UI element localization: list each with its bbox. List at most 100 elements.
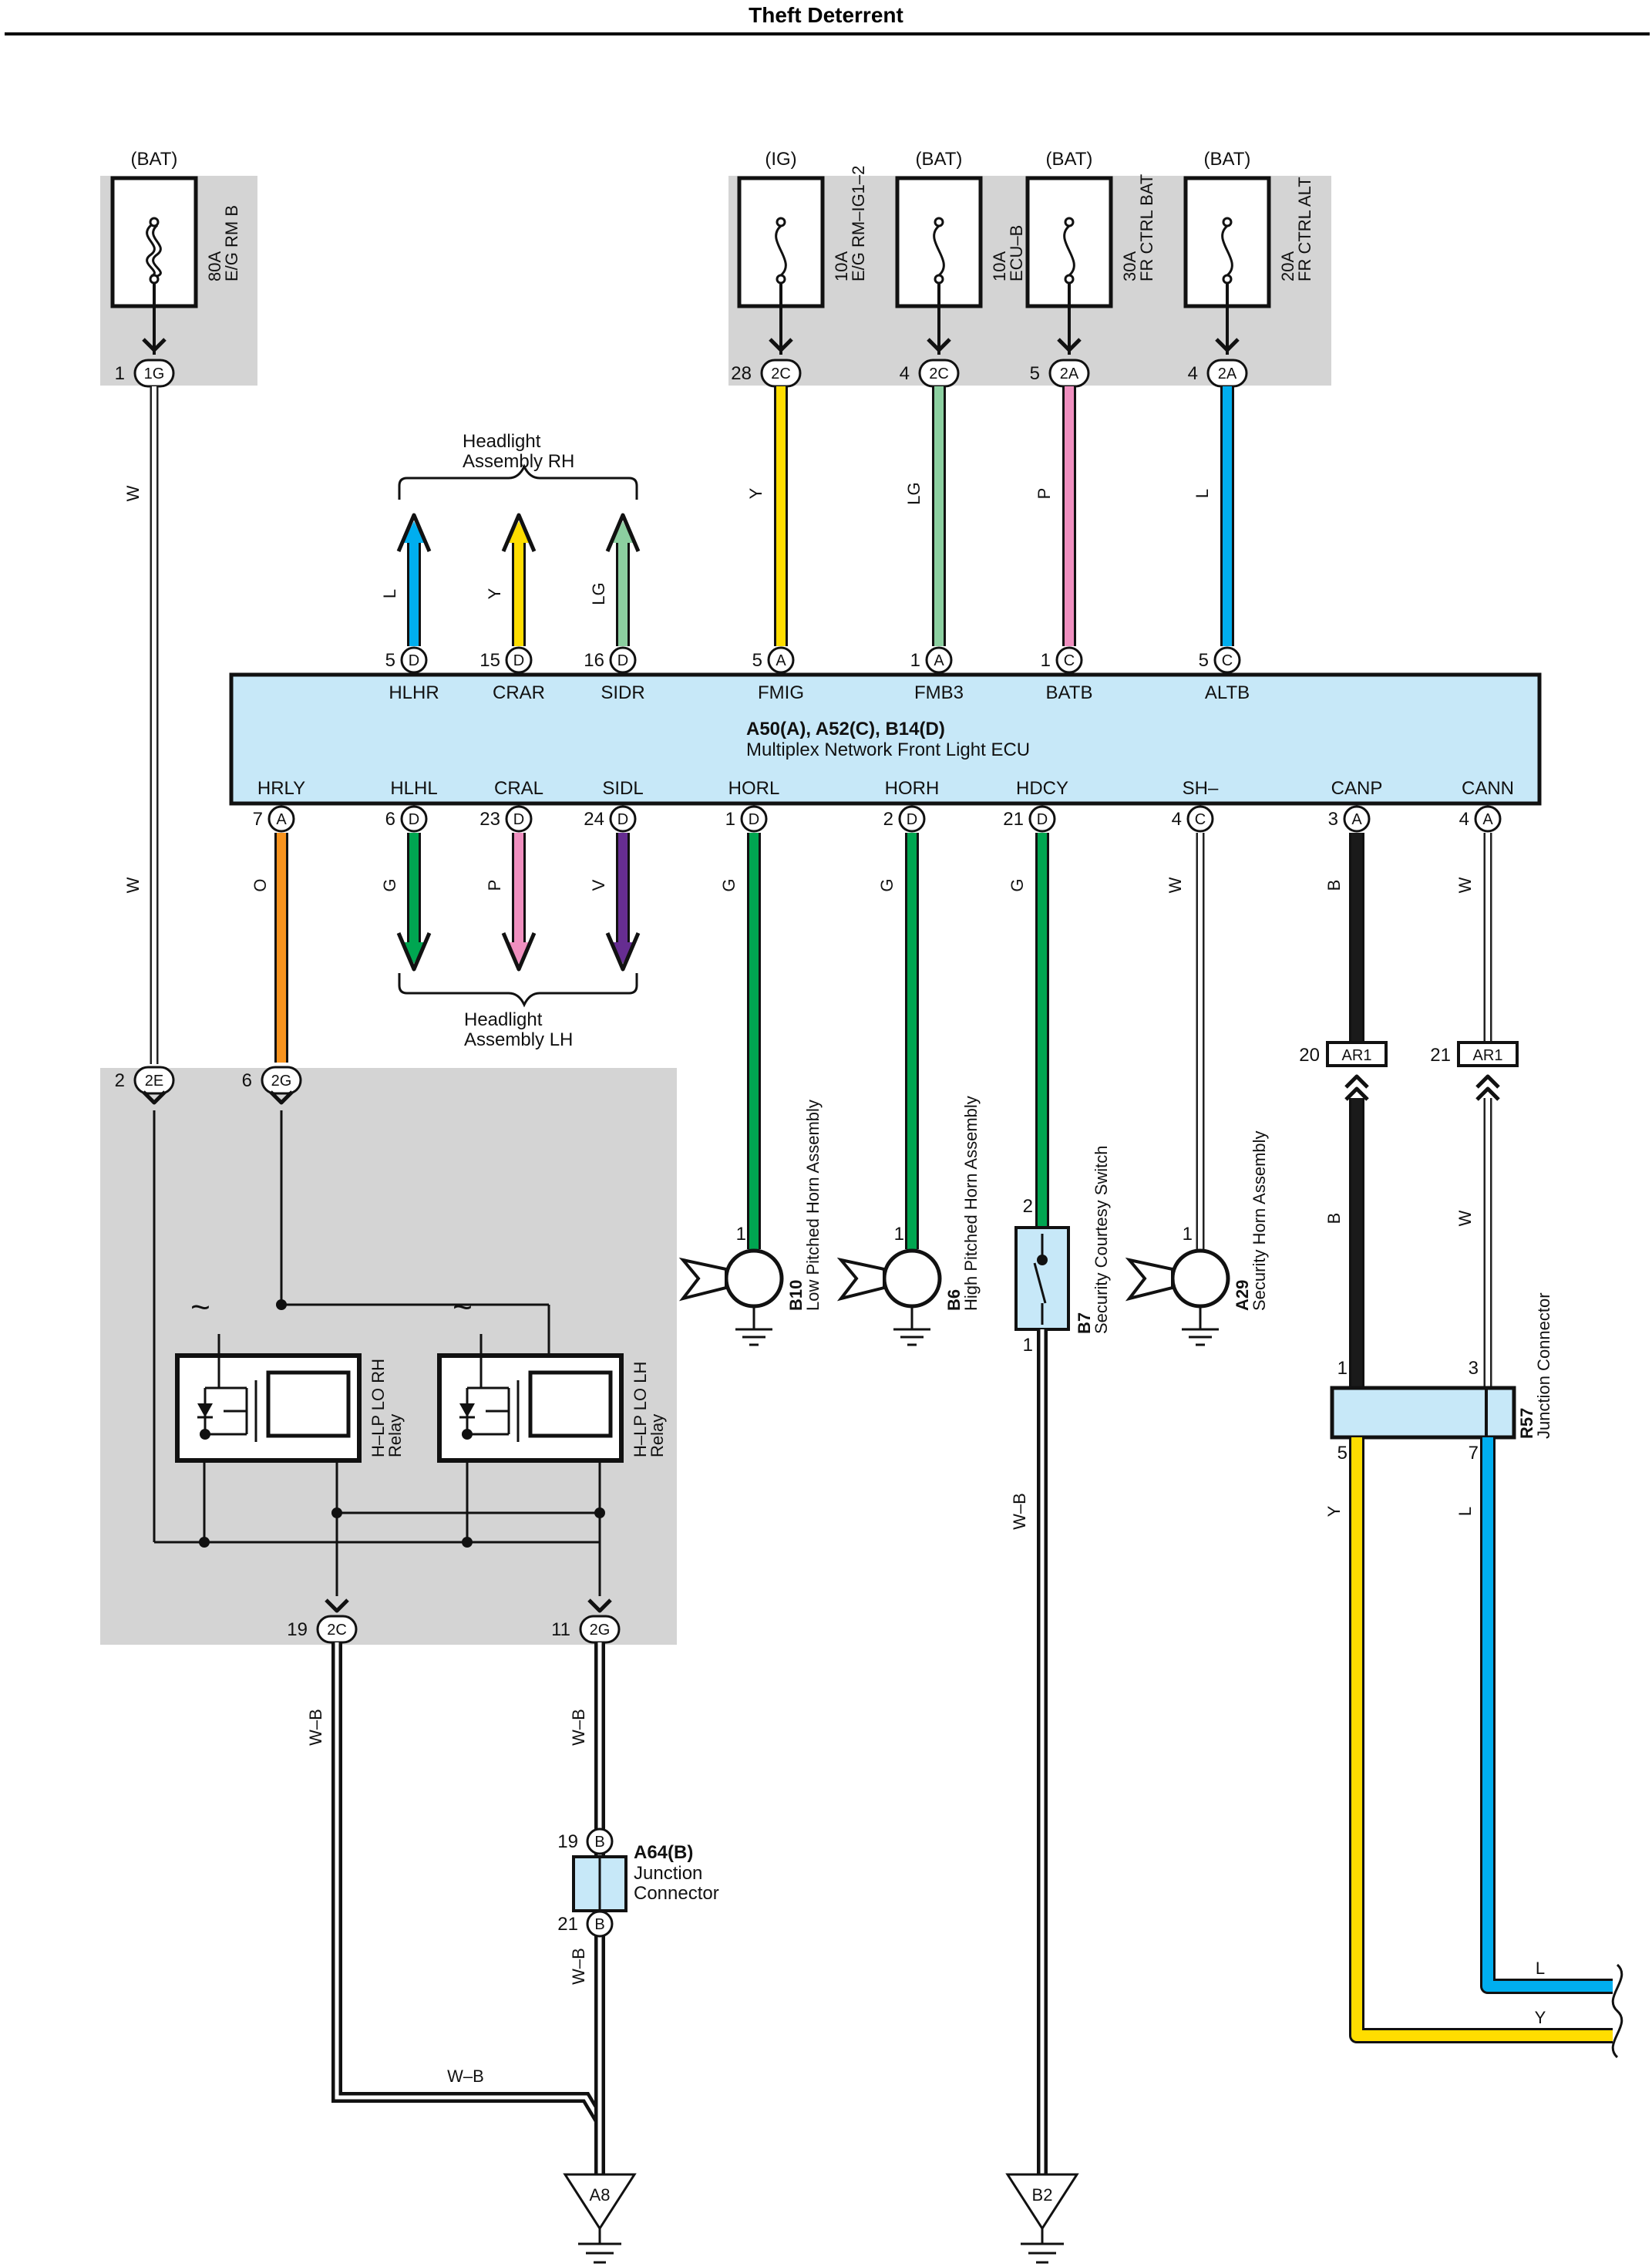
headlight-rh-arrow-fill-1 bbox=[403, 521, 425, 543]
horn-2-name: High Pitched Horn Assembly bbox=[961, 1096, 981, 1311]
relay-out-wb-1 bbox=[331, 1642, 605, 2174]
headlight-lh-arrow-2 bbox=[501, 932, 537, 972]
r57-name: Junction Connector bbox=[1534, 1292, 1553, 1439]
fuse-5-source: (BAT) bbox=[1204, 149, 1251, 170]
ecu-bottom-pin-2-shape bbox=[400, 805, 428, 833]
r57-out-y bbox=[1349, 1437, 1613, 2043]
ecu-bottom-pin-1-shape bbox=[267, 805, 295, 833]
ecu-bottom-pin-label-7: HDCY bbox=[1016, 778, 1068, 799]
fuse-5-term-bot bbox=[1222, 274, 1233, 285]
fuse-2-pin-num: 28 bbox=[731, 363, 752, 384]
fuse-5-term-top bbox=[1222, 217, 1233, 227]
ecu-bottom-pin-label-10: CANN bbox=[1462, 778, 1514, 799]
ecu-top-pin-5: A bbox=[925, 646, 953, 674]
fuse-3-source: (BAT) bbox=[916, 149, 963, 170]
relay-2-wave: ~ bbox=[453, 1288, 473, 1326]
ecu-bottom-pin-10-shape bbox=[1474, 805, 1502, 833]
relay-box-out-pin-2: 2G bbox=[579, 1615, 621, 1644]
relay-box-out-pin-num-1: 19 bbox=[287, 1619, 308, 1640]
horn-3-code: A29 bbox=[1233, 1280, 1252, 1311]
title-rule bbox=[5, 32, 1650, 35]
fuse-3-term-bot bbox=[934, 274, 944, 285]
fuse-5-rating: 20A bbox=[1278, 251, 1297, 281]
ecu-top-pin-2-shape bbox=[505, 646, 533, 674]
ecu-bottom-pin-label-9: CANP bbox=[1331, 778, 1383, 799]
headlight-rh-wire-label-1: L bbox=[380, 589, 399, 598]
relay-box-junction-5 bbox=[594, 1507, 605, 1518]
courtesy-wb-label: W–B bbox=[1010, 1493, 1029, 1530]
fuse-1-term-top bbox=[149, 217, 160, 227]
fuse-4-pin-num: 5 bbox=[1030, 363, 1040, 384]
r57-out-l bbox=[1480, 1437, 1613, 1994]
ecu-bottom-pin-9-label: A bbox=[1351, 811, 1362, 828]
ecu-bottom-pin-num-3: 23 bbox=[479, 809, 500, 830]
courtesy-code: B7 bbox=[1075, 1312, 1094, 1334]
ecu-bottom-pin-num-10: 4 bbox=[1459, 809, 1469, 830]
cann-wire-label-2: W bbox=[1455, 1210, 1475, 1226]
headlight-lh-wire-label-1: G bbox=[380, 878, 399, 891]
a64-pin-19: B bbox=[586, 1827, 614, 1855]
headlight-rh-arrow-fill-3 bbox=[612, 521, 634, 543]
ecu-top-pin-5-shape bbox=[925, 646, 953, 674]
horn-2-speaker bbox=[882, 1248, 942, 1309]
headlight-lh-brace bbox=[398, 973, 638, 1008]
a64-name-1: Junction bbox=[634, 1863, 702, 1884]
courtesy-pin-bottom: 1 bbox=[1023, 1335, 1033, 1356]
ground-b2: B2 bbox=[1005, 2173, 1079, 2264]
relay-box-in-pin-1-shape bbox=[133, 1066, 175, 1095]
horn-1-pin: 1 bbox=[736, 1224, 746, 1245]
ecu-top-pin-3: D bbox=[609, 646, 637, 674]
ecu-top-pin-4-label: A bbox=[776, 652, 786, 669]
ecu-box bbox=[229, 672, 1542, 806]
fuse-1-name: E/G RM B bbox=[222, 205, 241, 281]
ecu-top-pin-label-3: SIDR bbox=[601, 682, 644, 703]
ecu-bottom-pin-num-9: 3 bbox=[1328, 809, 1338, 830]
ecu-top-pin-num-6: 1 bbox=[1041, 650, 1051, 671]
horn-3-name: Security Horn Assembly bbox=[1250, 1130, 1269, 1311]
ar1-conn-1-arrow-b bbox=[1344, 1086, 1369, 1101]
headlight-rh-wire-label-3: LG bbox=[589, 582, 608, 605]
ar1-conn-2-arrow-b bbox=[1475, 1086, 1500, 1101]
fuse-5-name: FR CTRL ALT bbox=[1295, 177, 1314, 281]
cann-wire-label-1: W bbox=[1455, 877, 1475, 893]
fuse-1-arrow bbox=[142, 338, 167, 352]
r57-pin-5: 5 bbox=[1337, 1443, 1348, 1464]
headlight-lh-arrow-fill-1 bbox=[403, 942, 425, 964]
ground-a8-label: A8 bbox=[590, 2185, 611, 2205]
a64-pin-19-shape bbox=[586, 1827, 614, 1855]
relay-box-junction-4 bbox=[331, 1507, 342, 1518]
r57-out-y-label-h: Y bbox=[1535, 2008, 1546, 2027]
relay-box-in-pin-num-2: 6 bbox=[242, 1070, 252, 1091]
ecu-bottom-pin-4: D bbox=[609, 805, 637, 833]
horn-1-speaker bbox=[724, 1248, 784, 1309]
ecu-bottom-pin-num-6: 2 bbox=[883, 809, 893, 830]
fuse-2-source: (IG) bbox=[765, 149, 796, 170]
ecu-bottom-pin-1-label: A bbox=[276, 811, 287, 828]
courtesy-switch-pivot bbox=[1037, 1255, 1048, 1265]
ecu-bottom-pin-2-label: D bbox=[409, 811, 419, 828]
ecu-bottom-pin-8: C bbox=[1186, 805, 1214, 833]
a64-pin-21: B bbox=[586, 1910, 614, 1938]
headlight-lh-arrow-1 bbox=[396, 932, 432, 972]
horn-2-horn-bell bbox=[836, 1257, 886, 1302]
courtesy-name: Security Courtesy Switch bbox=[1092, 1145, 1111, 1334]
horn-1-name: Low Pitched Horn Assembly bbox=[803, 1100, 823, 1311]
horn-1-code: B10 bbox=[786, 1280, 806, 1311]
relay-out-wb-label-3: W–B bbox=[569, 1948, 588, 1985]
relay-out-wb-1-outline bbox=[331, 1642, 605, 2174]
relay-1-coil bbox=[266, 1370, 351, 1438]
fuse-wire-3-label: LG bbox=[904, 482, 924, 504]
fuse-5-element bbox=[1221, 224, 1233, 277]
relay-out-wb-label-4: W–B bbox=[447, 2067, 484, 2086]
fuse-4-term-top bbox=[1064, 217, 1075, 227]
courtesy-pin-top: 2 bbox=[1023, 1196, 1033, 1217]
fuse-5-arrow bbox=[1215, 338, 1240, 352]
fuse-3-conn-label: 2C bbox=[929, 365, 949, 382]
headlight-lh-arrow-3 bbox=[605, 932, 641, 972]
ground-a8: A8 bbox=[563, 2173, 637, 2264]
ar1-conn-1-arrow-a bbox=[1344, 1074, 1369, 1089]
ecu-bottom-pin-num-8: 4 bbox=[1172, 809, 1182, 830]
fuse-3-term-top bbox=[934, 217, 944, 227]
ecu-bottom-pin-4-label: D bbox=[617, 811, 628, 828]
